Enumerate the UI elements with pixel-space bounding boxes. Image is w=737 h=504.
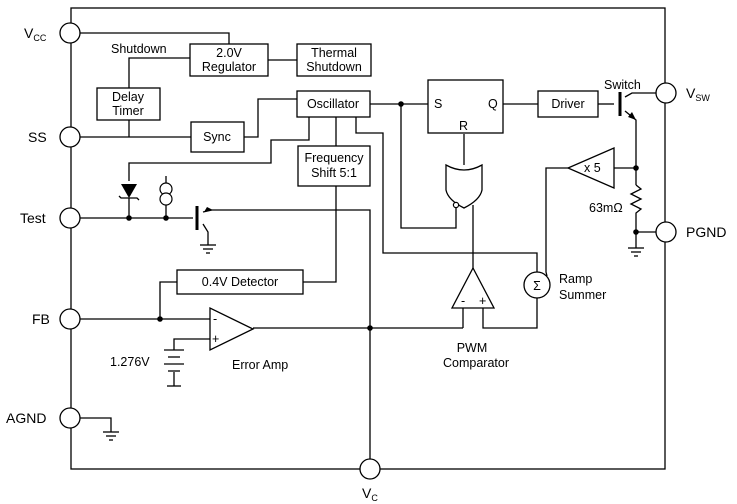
svg-text:Shutdown: Shutdown — [306, 60, 362, 74]
svg-text:SS: SS — [28, 129, 47, 145]
error-amp-label: Error Amp — [232, 358, 288, 372]
svg-text:R: R — [459, 119, 468, 133]
pwm-label-1: PWM — [457, 341, 488, 355]
svg-text:Thermal: Thermal — [311, 46, 357, 60]
frequency-shift-block: Frequency Shift 5:1 — [297, 145, 371, 187]
svg-text:Q: Q — [488, 97, 498, 111]
ramp-label-1: Ramp — [559, 272, 592, 286]
svg-text:Oscillator: Oscillator — [307, 97, 359, 111]
pwm-comparator: - + — [450, 266, 496, 309]
svg-text:Regulator: Regulator — [202, 60, 256, 74]
current-source — [159, 176, 173, 206]
sync-block: Sync — [190, 121, 245, 153]
or-gate — [445, 163, 483, 209]
ramp-label-2: Summer — [559, 288, 606, 302]
delay-timer-block: Delay Timer — [96, 87, 161, 121]
pin-vcc: VCC — [24, 22, 81, 44]
svg-text:0.4V Detector: 0.4V Detector — [202, 275, 278, 289]
oscillator-block: Oscillator — [296, 90, 371, 118]
svg-text:+: + — [479, 294, 486, 308]
switch-transistor — [618, 92, 636, 120]
detector-block: 0.4V Detector — [176, 269, 304, 295]
svg-text:2.0V: 2.0V — [216, 46, 242, 60]
svg-text:AGND: AGND — [6, 410, 46, 426]
svg-text:+: + — [212, 332, 219, 346]
pin-pgnd: PGND — [655, 221, 726, 243]
test-transistor — [195, 206, 213, 230]
svg-text:FB: FB — [32, 311, 50, 327]
resistor-label: 63mΩ — [589, 201, 623, 215]
current-sense-amp: x 5 — [566, 147, 615, 189]
shutdown-label: Shutdown — [111, 42, 167, 56]
sense-resistor — [629, 184, 643, 217]
svg-text:Driver: Driver — [551, 97, 584, 111]
regulator-block: 2.0V Regulator — [189, 43, 269, 77]
reference-label: 1.276V — [110, 355, 150, 369]
svg-text:-: - — [461, 294, 465, 308]
svg-text:VSW: VSW — [686, 85, 710, 103]
pin-ss: SS — [28, 126, 81, 148]
svg-text:Sync: Sync — [203, 130, 231, 144]
ground-agnd — [103, 431, 119, 441]
svg-text:S: S — [434, 97, 442, 111]
pin-agnd: AGND — [6, 407, 81, 429]
ground-test-transistor — [200, 244, 216, 254]
thermal-shutdown-block: Thermal Shutdown — [296, 43, 372, 77]
error-amp: - + — [209, 306, 255, 352]
pwm-label-2: Comparator — [443, 356, 509, 370]
driver-block: Driver — [537, 90, 599, 118]
junctions — [126, 101, 639, 331]
svg-text:Test: Test — [20, 210, 46, 226]
pin-test: Test — [20, 207, 81, 229]
svg-text:VCC: VCC — [24, 25, 47, 43]
sr-latch: S Q R — [427, 79, 504, 134]
svg-text:Frequency: Frequency — [304, 151, 364, 165]
svg-text:Σ: Σ — [533, 279, 541, 293]
zener-diode — [118, 184, 140, 201]
svg-text:PGND: PGND — [686, 224, 726, 240]
reference-battery — [164, 349, 184, 387]
svg-text:Shift 5:1: Shift 5:1 — [311, 166, 357, 180]
pin-vsw: VSW — [655, 82, 710, 104]
chip-outline — [70, 7, 666, 470]
ramp-summer: Σ — [523, 271, 551, 299]
svg-text:Timer: Timer — [112, 104, 143, 118]
switch-label: Switch — [604, 78, 641, 92]
pin-vc: VC — [359, 458, 381, 503]
pin-fb: FB — [32, 308, 81, 330]
svg-text:-: - — [213, 312, 217, 326]
ground-pgnd — [628, 247, 644, 257]
svg-text:Delay: Delay — [112, 90, 145, 104]
svg-text:VC: VC — [362, 485, 378, 503]
svg-text:x 5: x 5 — [584, 161, 601, 175]
